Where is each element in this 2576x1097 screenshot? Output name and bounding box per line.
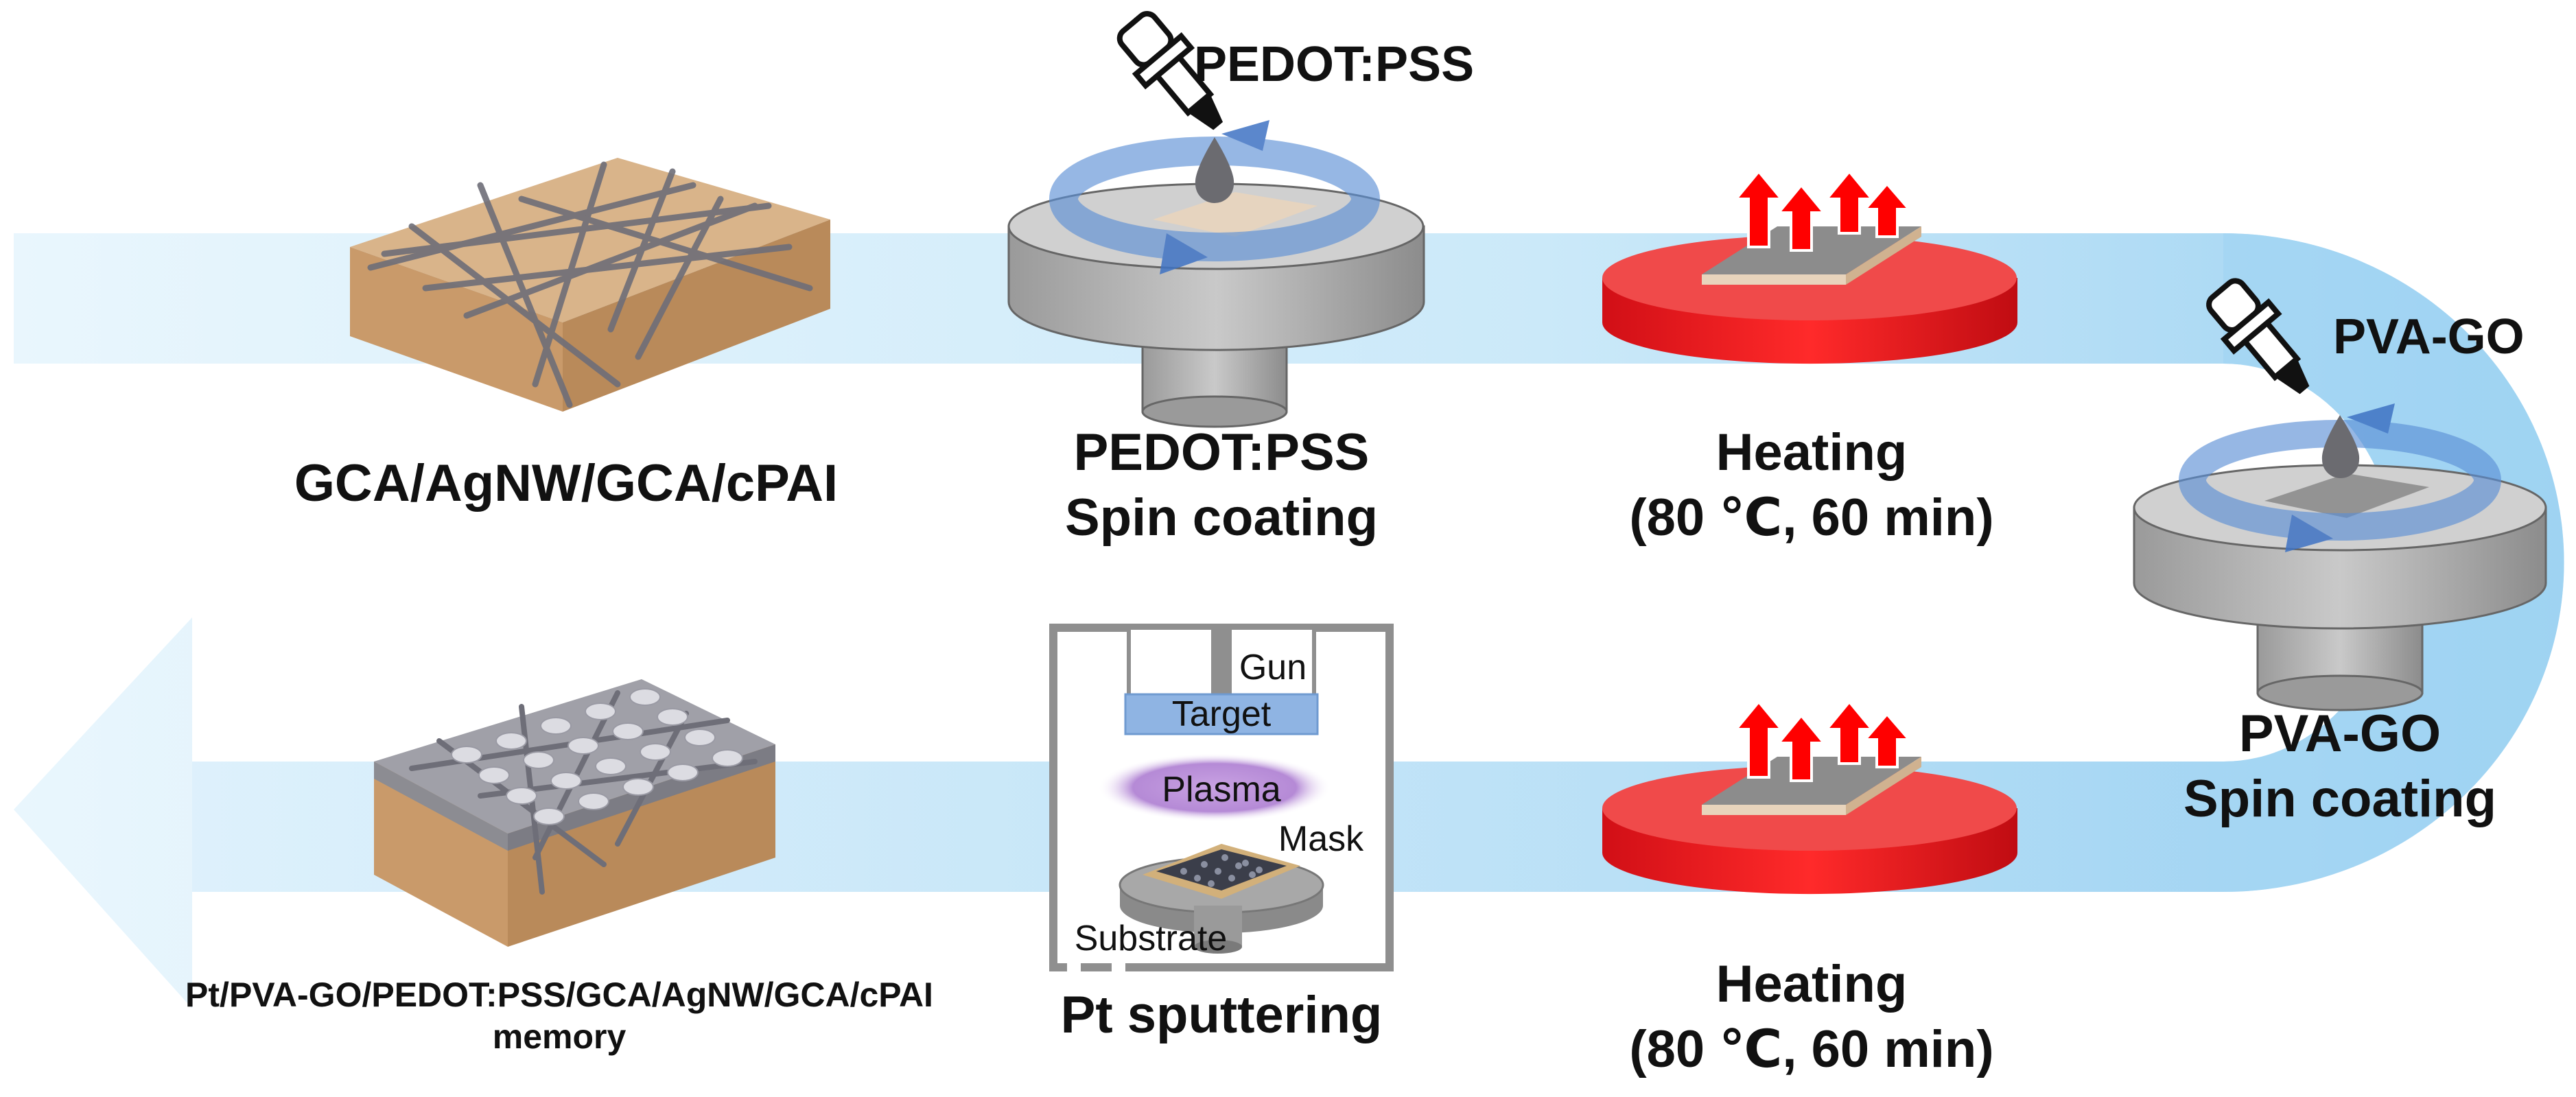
heat-arrows-icon-top (1733, 169, 1912, 252)
sputter-step-title: Pt sputtering (1061, 986, 1383, 1044)
sputter-gun-label: Gun (1239, 648, 1307, 687)
start-sample-label: GCA/AgNW/GCA/cPAI (294, 454, 838, 512)
pedot-step-title-line1: PEDOT:PSS (1074, 423, 1370, 482)
dropper-icon (1116, 11, 1223, 130)
substrate-sample-icon (350, 158, 830, 412)
sputter-plasma-label: Plasma (1162, 770, 1280, 810)
heating1-title-line2: (80 ℃, 60 min) (1629, 488, 1993, 547)
hotplate-top (1602, 226, 2017, 364)
dropper-icon-pvago (2206, 278, 2310, 394)
pedot-step-title-line2: Spin coating (1065, 488, 1378, 547)
sputter-mask-label: Mask (1278, 819, 1364, 859)
pvago-reagent-label: PVA-GO (2333, 309, 2525, 364)
final-device-icon (374, 679, 775, 947)
pedot-reagent-label: PEDOT:PSS (1194, 37, 1474, 92)
droplet-icon-pvago (2321, 415, 2360, 478)
final-device-label-line1: Pt/PVA-GO/PEDOT:PSS/GCA/AgNW/GCA/cPAI (185, 976, 933, 1014)
pedot-spin-coater (1007, 182, 1425, 428)
heating2-title-line2: (80 ℃, 60 min) (1629, 1020, 1993, 1078)
sputter-target-label: Target (1172, 694, 1272, 734)
pvago-step-title-line1: PVA-GO (2239, 705, 2441, 763)
pvago-spin-coater (2133, 464, 2547, 711)
droplet-icon (1195, 137, 1234, 203)
pvago-step-title-line2: Spin coating (2183, 770, 2496, 828)
heat-arrows-icon-bottom (1733, 699, 1912, 782)
sputter-chamber (1049, 624, 1394, 981)
heating1-title-line1: Heating (1716, 423, 1908, 482)
heating2-title-line1: Heating (1716, 955, 1908, 1013)
sputter-substrate-label: Substrate (1075, 919, 1228, 958)
final-device-label-line2: memory (493, 1017, 627, 1056)
